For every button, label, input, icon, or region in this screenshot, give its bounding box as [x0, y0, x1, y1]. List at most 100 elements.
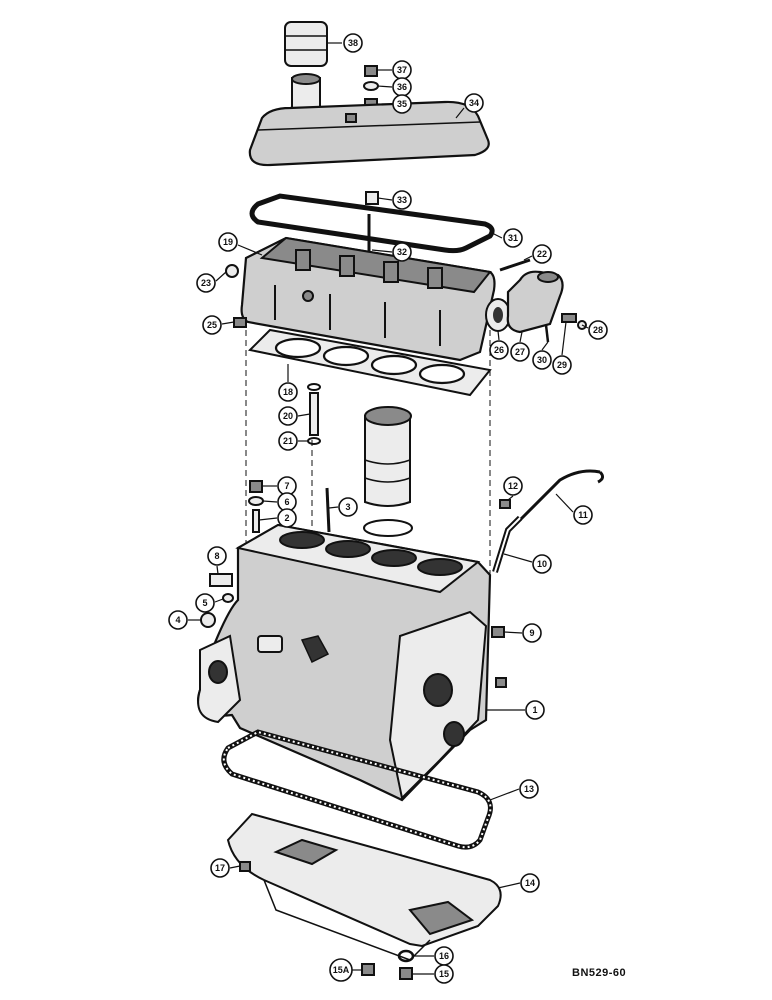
callout-29: 29 [552, 355, 572, 375]
head-gasket [247, 328, 492, 397]
callout-number: 17 [215, 863, 225, 873]
callout-number: 34 [469, 98, 479, 108]
callout-5: 5 [195, 593, 215, 613]
callout-number: 12 [508, 481, 518, 491]
callout-number: 27 [515, 347, 525, 357]
callout-circle [202, 315, 222, 335]
callout-circle [338, 497, 358, 517]
callout-3: 3 [338, 497, 358, 517]
callout-number: 32 [397, 247, 407, 257]
callout-number: 15 [439, 969, 449, 979]
oil-filler-cap [284, 21, 328, 67]
water-outlet-elbow [506, 270, 564, 334]
callout-20: 20 [278, 406, 298, 426]
callout-circle [522, 623, 542, 643]
callout-number: 30 [537, 355, 547, 365]
callout-26: 26 [489, 340, 509, 360]
plug-washer [222, 593, 234, 603]
oil-pan-gasket [221, 729, 493, 850]
callout-31: 31 [503, 228, 523, 248]
callout-circle [532, 244, 552, 264]
outlet-gasket [485, 298, 511, 332]
stud-nut-stack [248, 480, 264, 533]
callout-2: 2 [277, 508, 297, 528]
grommet [365, 191, 379, 205]
callout-circle [207, 546, 227, 566]
callout-circle [520, 873, 540, 893]
callout-number: 5 [202, 598, 207, 608]
block-plug [209, 573, 233, 587]
callout-circle [532, 350, 552, 370]
block-stud [325, 487, 331, 533]
callout-circle [278, 406, 298, 426]
valve-cover [248, 100, 490, 167]
callout-circle [277, 508, 297, 528]
callout-circle [195, 593, 215, 613]
leader-lines [188, 42, 589, 975]
callout-number: 10 [537, 559, 547, 569]
callout-34: 34 [464, 93, 484, 113]
callout-19: 19 [218, 232, 238, 252]
callout-number: 36 [397, 82, 407, 92]
callout-14: 14 [520, 873, 540, 893]
callout-number: 35 [397, 99, 407, 109]
callout-circle [552, 355, 572, 375]
callout-33: 33 [392, 190, 412, 210]
callout-circle [489, 340, 509, 360]
callout-12: 12 [503, 476, 523, 496]
callout-15a: 15A [329, 958, 353, 982]
head-plug [225, 264, 239, 278]
callout-number: 3 [345, 502, 350, 512]
callout-17: 17 [210, 858, 230, 878]
callout-27: 27 [510, 342, 530, 362]
oil-pan [226, 812, 502, 961]
callout-number: 14 [525, 878, 535, 888]
dipstick [518, 469, 605, 522]
drawing-code: BN529-60 [572, 967, 626, 979]
callout-number: 2 [284, 513, 289, 523]
callout-number: 26 [494, 345, 504, 355]
callout-11: 11 [573, 505, 593, 525]
callout-18: 18 [278, 382, 298, 402]
callout-9: 9 [522, 623, 542, 643]
callout-number: 33 [397, 195, 407, 205]
tube-clip [499, 499, 511, 509]
callout-number: 19 [223, 237, 233, 247]
oil-pan-bolt [239, 861, 251, 872]
callout-37: 37 [392, 60, 412, 80]
callout-28: 28 [588, 320, 608, 340]
callout-number: 4 [175, 615, 180, 625]
callout-circle [168, 610, 188, 630]
callout-35: 35 [392, 94, 412, 114]
callout-number: 8 [214, 551, 219, 561]
callout-number: 1 [532, 705, 537, 715]
cylinder-block [197, 523, 492, 802]
callout-32: 32 [392, 242, 412, 262]
callout-circle [392, 94, 412, 114]
callout-number: 23 [201, 278, 211, 288]
head-bolt [233, 317, 247, 328]
callout-number: 15A [333, 965, 350, 975]
callout-circle [525, 700, 545, 720]
callout-circle [218, 232, 238, 252]
callout-circle [503, 476, 523, 496]
callout-circle [434, 964, 454, 984]
cover-nut-stack [363, 65, 379, 111]
cylinder-head [240, 236, 496, 362]
callout-number: 21 [283, 436, 293, 446]
callout-number: 25 [207, 320, 217, 330]
callout-21: 21 [278, 431, 298, 451]
callout-circle [519, 779, 539, 799]
callout-circle [392, 242, 412, 262]
drain-plug-alt [399, 967, 413, 980]
callout-15: 15 [434, 964, 454, 984]
callout-number: 11 [578, 510, 588, 520]
callout-4: 4 [168, 610, 188, 630]
callout-8: 8 [207, 546, 227, 566]
callout-36: 36 [392, 77, 412, 97]
callout-23: 23 [196, 273, 216, 293]
callout-38: 38 [343, 33, 363, 53]
callout-number: 7 [284, 481, 289, 491]
callout-number: 38 [348, 38, 358, 48]
